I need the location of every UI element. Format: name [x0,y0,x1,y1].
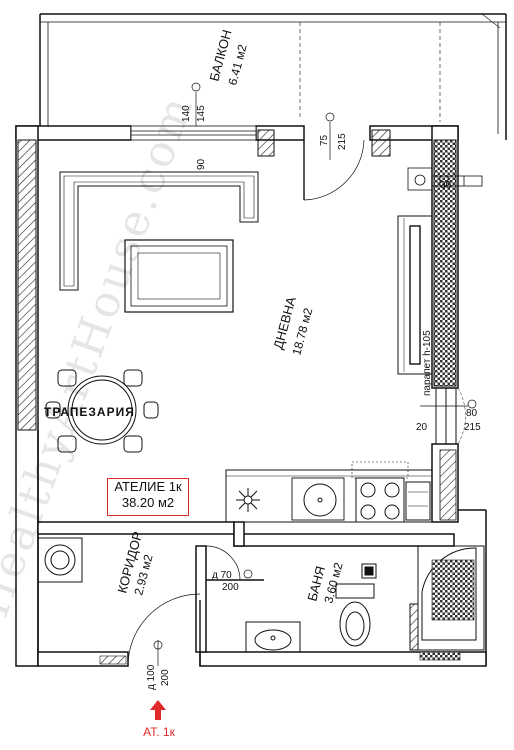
dim-90: 90 [196,158,207,170]
dim-200-entry: 200 [160,669,171,686]
unit-area: 38.20 м2 [121,495,175,510]
rug [124,239,234,313]
doors [127,139,466,667]
dim-d70: д 70 [212,570,232,581]
entry-arrow-icon [150,700,166,720]
entry-label: АТ. 1к [134,703,184,739]
radiator [407,167,483,191]
tv-cabinet [397,215,433,375]
unit-name: АТЕЛИЕ 1к [114,479,182,494]
kitchen-counter [225,461,433,523]
dining-table [45,369,159,453]
dim-d100: д 100 [146,664,157,690]
dimension-lines [153,82,477,666]
interior-walls [37,521,455,653]
dim-75: 75 [319,134,330,146]
sofa [59,171,259,291]
bathroom-fixtures [245,545,485,661]
dim-30: 30 [440,180,452,191]
dishwasher-icon [236,488,260,512]
dim-215-top: 215 [337,133,348,150]
dim-200-bath: 200 [222,582,239,593]
dim-140: 140 [181,105,192,122]
unit-label-box: АТЕЛИЕ 1к 38.20 м2 [107,478,189,516]
dim-20: 20 [416,422,428,433]
exterior-walls [15,125,487,667]
entry-text: АТ. 1к [143,725,175,739]
dim-215-right: 215 [464,422,481,433]
dim-145: 145 [196,105,207,122]
dimension-labels: 140 145 90 75 215 30 парапет h-105 20 80… [146,105,481,690]
washing-machine [37,537,83,583]
dim-80: 80 [466,408,478,419]
dining-name: ТРАПЕЗАРИЯ [44,405,135,419]
room-labels: БАЛКОН 6.41 м2 ДНЕВНА 18.78 м2 ТРАПЕЗАРИ… [44,28,346,605]
parapet-label: парапет h-105 [422,330,433,396]
balcony-outline [39,13,507,140]
